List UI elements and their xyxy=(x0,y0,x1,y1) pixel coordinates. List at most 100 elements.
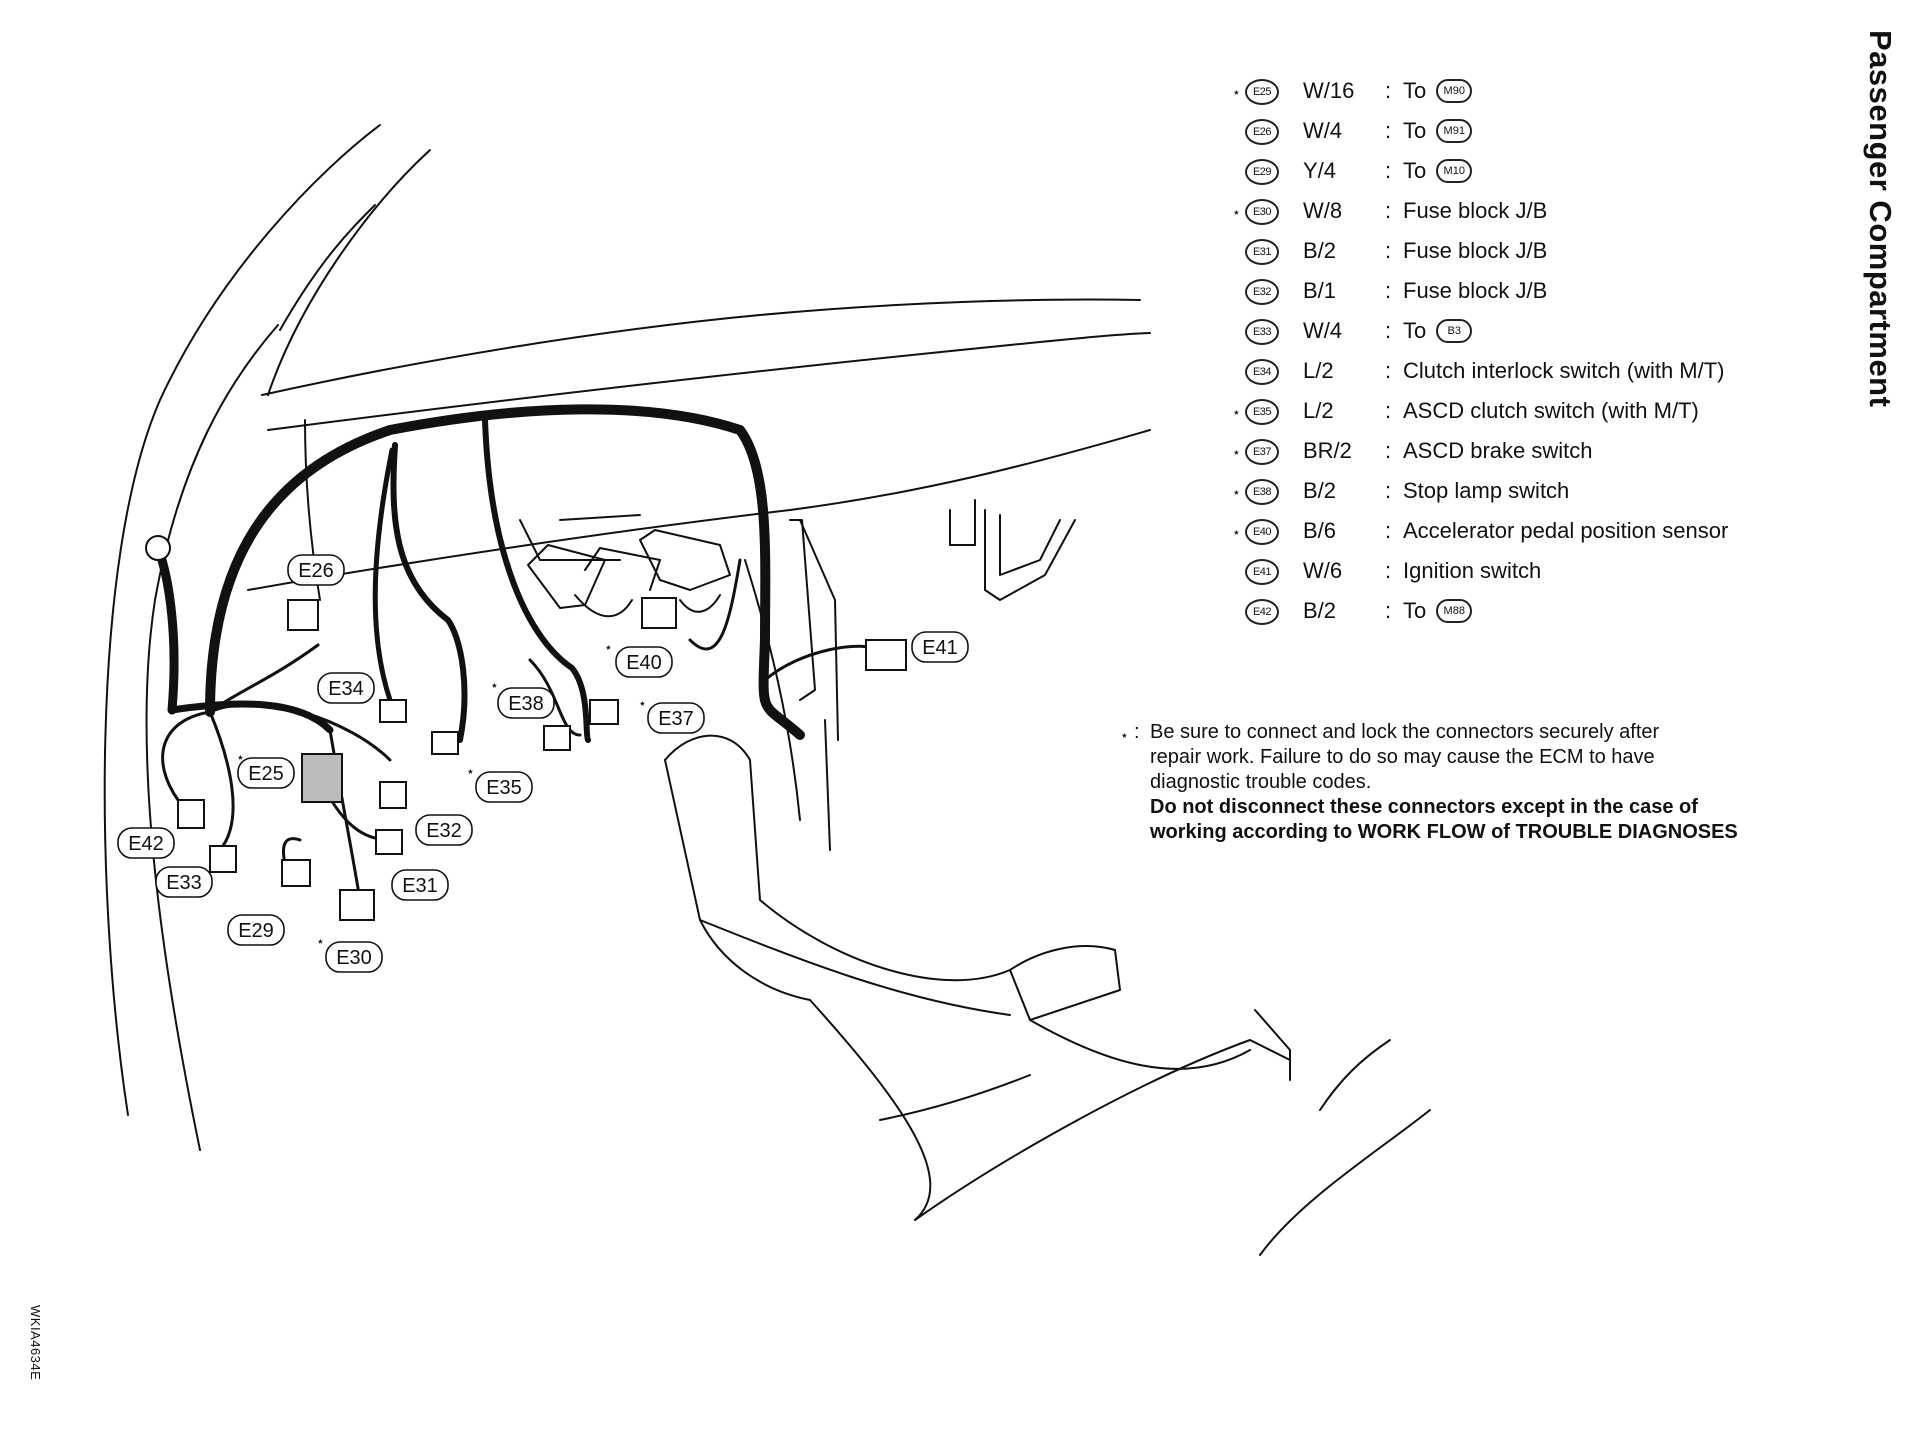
wire-color-pins: W/16 xyxy=(1303,78,1355,103)
legend-row: E31 B/2: Fuse block J/B xyxy=(1225,236,1785,276)
note-line: Be sure to connect and lock the connecto… xyxy=(1150,721,1660,743)
callout-e33: E33 xyxy=(155,866,213,898)
star-mark: ⋆ xyxy=(1232,524,1241,540)
caution-note: ⋆ : Be sure to connect and lock the conn… xyxy=(1120,720,1820,845)
wire-color-pins: BR/2 xyxy=(1303,438,1352,463)
connector-e34-body xyxy=(379,699,407,723)
callout-e41-label: E41 xyxy=(922,637,958,659)
connector-badge: E34 xyxy=(1245,359,1279,385)
legend-colon: : xyxy=(1385,238,1392,263)
connector-e25-body xyxy=(301,753,343,803)
callout-e41: E41 xyxy=(911,631,969,663)
wire-color-pins: B/2 xyxy=(1303,238,1337,263)
legend-description: Clutch interlock switch (with M/T) xyxy=(1403,358,1725,383)
legend-colon: : xyxy=(1385,198,1392,223)
legend-colon: : xyxy=(1385,438,1392,463)
callout-e29-label: E29 xyxy=(238,920,274,942)
legend-colon: : xyxy=(1385,78,1392,103)
legend-colon: : xyxy=(1385,358,1392,383)
to-label: To xyxy=(1403,598,1427,623)
callout-e34-label: E34 xyxy=(328,678,364,700)
connector-e35-body xyxy=(431,731,459,755)
callout-e30-label: E30 xyxy=(336,947,372,969)
legend-description: ASCD clutch switch (with M/T) xyxy=(1403,398,1699,423)
legend-description: Stop lamp switch xyxy=(1403,478,1570,503)
star-mark: ⋆ xyxy=(1232,484,1241,500)
connector-e41-body xyxy=(865,639,907,671)
legend-description: Ignition switch xyxy=(1403,558,1542,583)
wire-color-pins: B/6 xyxy=(1303,518,1337,543)
callout-e25-label: E25 xyxy=(248,763,284,785)
connector-e40-body xyxy=(641,597,677,629)
to-label: To xyxy=(1403,78,1427,103)
connector-badge: E25 xyxy=(1245,79,1279,105)
note-line-bold: Do not disconnect these connectors excep… xyxy=(1150,796,1698,818)
legend-description: Fuse block J/B xyxy=(1403,278,1548,303)
wire-color-pins: W/6 xyxy=(1303,558,1343,583)
callout-e30: E30 xyxy=(325,941,383,973)
to-label: To xyxy=(1403,118,1427,143)
connector-e32-body xyxy=(379,781,407,809)
connector-e42-body xyxy=(177,799,205,829)
callout-e40-label: E40 xyxy=(626,652,662,674)
star-mark: ⋆ xyxy=(466,763,475,779)
star-mark: ⋆ xyxy=(236,749,245,765)
target-connector-badge: M91 xyxy=(1436,119,1473,143)
connector-badge: E35 xyxy=(1245,399,1279,425)
callout-e32-label: E32 xyxy=(426,820,462,842)
callout-stars: ⋆ ⋆ ⋆ ⋆ ⋆ ⋆ xyxy=(236,639,647,949)
vehicle-outline xyxy=(103,124,1431,1256)
star-mark: ⋆ xyxy=(490,677,499,693)
callout-e37: E37 xyxy=(647,702,705,734)
callout-e35: E35 xyxy=(475,771,533,803)
legend-colon: : xyxy=(1385,318,1392,343)
callout-e40: E40 xyxy=(615,646,673,678)
target-connector-badge: M10 xyxy=(1436,159,1473,183)
connector-badge: E29 xyxy=(1245,159,1279,185)
grommet xyxy=(145,535,171,561)
star-mark: ⋆ xyxy=(1232,204,1241,220)
target-connector-badge: B3 xyxy=(1436,319,1473,343)
callout-e42-label: E42 xyxy=(128,833,164,855)
callout-e25: E25 xyxy=(237,757,295,789)
wire-color-pins: B/2 xyxy=(1303,598,1337,623)
note-line: repair work. Failure to do so may cause … xyxy=(1150,746,1655,768)
connector-e26-body xyxy=(287,599,319,631)
wire-color-pins: W/4 xyxy=(1303,118,1343,143)
legend-description: Fuse block J/B xyxy=(1403,238,1548,263)
legend-colon: : xyxy=(1385,398,1392,423)
legend-description: Accelerator pedal position sensor xyxy=(1403,518,1729,543)
figure-code: WKIA4634E xyxy=(28,1305,43,1381)
wire-color-pins: Y/4 xyxy=(1303,158,1337,183)
star-mark: ⋆ xyxy=(1232,404,1241,420)
legend-colon: : xyxy=(1385,558,1392,583)
legend-colon: : xyxy=(1385,478,1392,503)
legend-description: To M91 xyxy=(1403,118,1473,144)
legend-colon: : xyxy=(1385,278,1392,303)
callout-e31: E31 xyxy=(391,869,449,901)
connectors xyxy=(145,535,907,921)
callout-e31-label: E31 xyxy=(402,875,438,897)
connector-badge: E40 xyxy=(1245,519,1279,545)
connector-badge: E42 xyxy=(1245,599,1279,625)
note-colon: : xyxy=(1134,721,1140,743)
legend-colon: : xyxy=(1385,158,1392,183)
connector-badge: E31 xyxy=(1245,239,1279,265)
legend-colon: : xyxy=(1385,518,1392,543)
callout-e35-label: E35 xyxy=(486,777,522,799)
connector-badge: E37 xyxy=(1245,439,1279,465)
connector-badge: E33 xyxy=(1245,319,1279,345)
